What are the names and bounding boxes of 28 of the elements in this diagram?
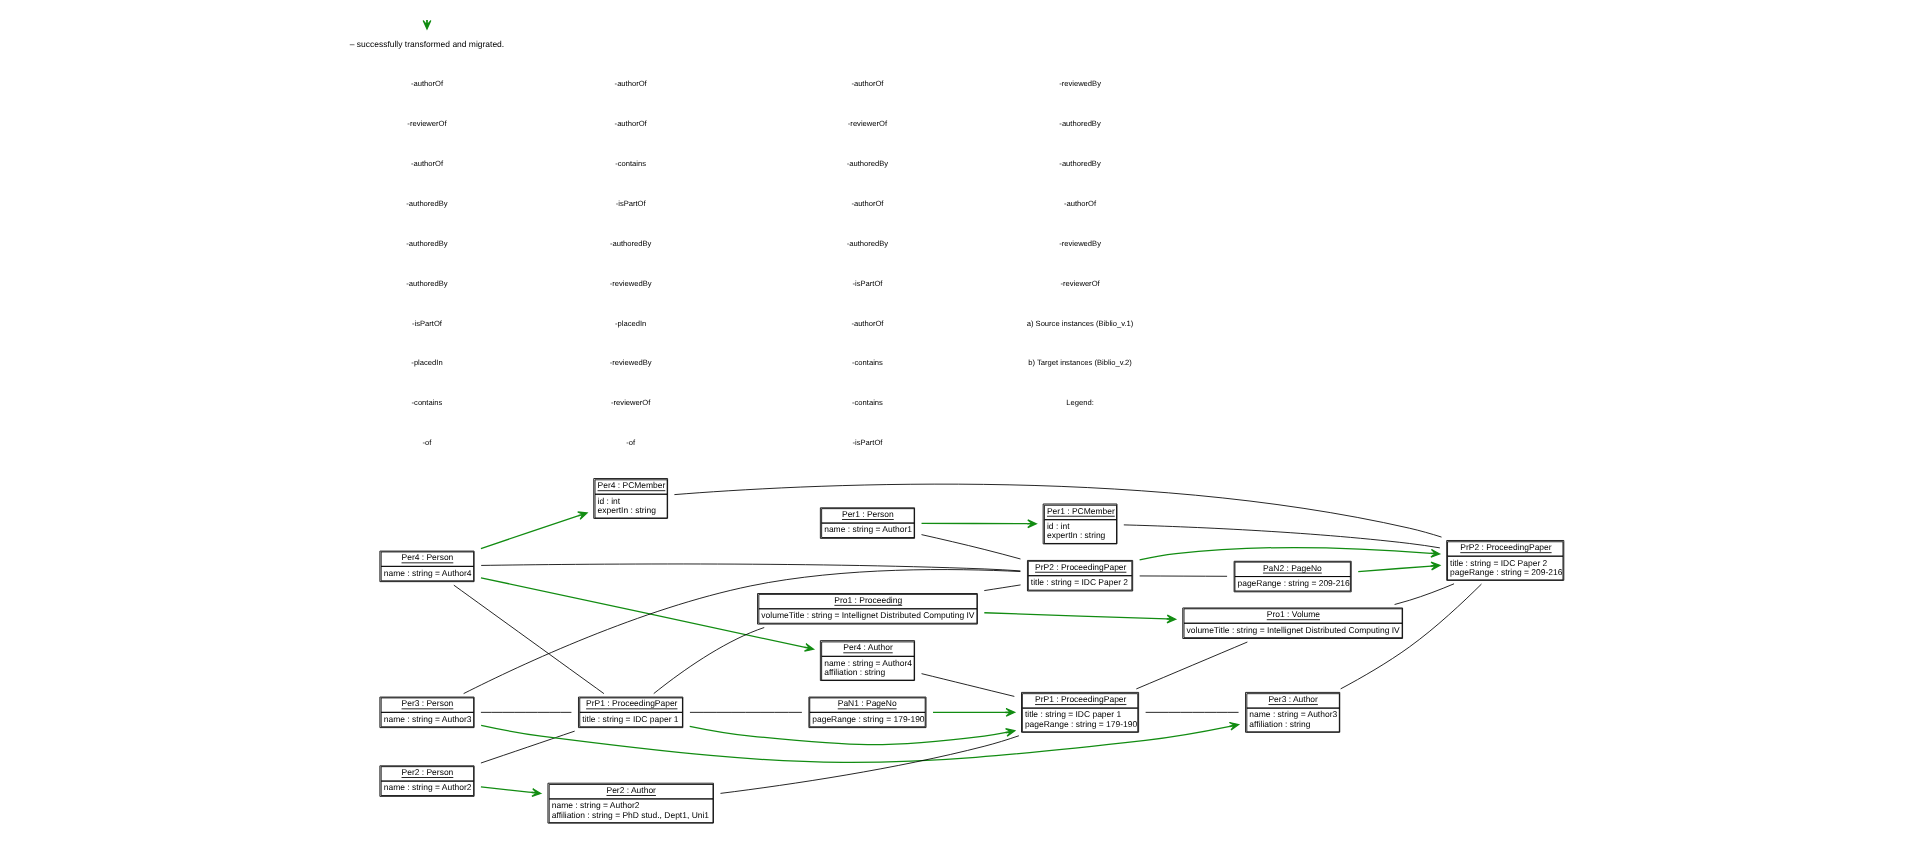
- connector: [673, 483, 1442, 538]
- connector: [689, 711, 803, 713]
- arrow: [480, 786, 542, 797]
- connector: [480, 730, 576, 764]
- arrow: [1357, 561, 1441, 573]
- connector: [1145, 711, 1239, 713]
- connector: [653, 627, 765, 694]
- arrow: [480, 577, 815, 652]
- arrow: [480, 721, 1240, 764]
- connector: [1139, 575, 1228, 577]
- arrow: [932, 707, 1016, 717]
- arrow: [983, 612, 1177, 624]
- arrow: [480, 511, 588, 550]
- connector: [1123, 524, 1441, 549]
- connector: [983, 584, 1021, 592]
- connector: [453, 584, 605, 695]
- connector: [1340, 583, 1482, 690]
- connector: [480, 563, 1021, 572]
- connector: [463, 569, 1021, 695]
- arrow: [689, 725, 1016, 746]
- connector: [720, 735, 1020, 794]
- connector: [480, 711, 572, 713]
- arrow: [920, 519, 1037, 529]
- connector: [921, 673, 1015, 697]
- connector: [921, 534, 1021, 560]
- connector: [1394, 583, 1455, 605]
- arrow: [1138, 547, 1441, 561]
- connector: [1135, 641, 1248, 690]
